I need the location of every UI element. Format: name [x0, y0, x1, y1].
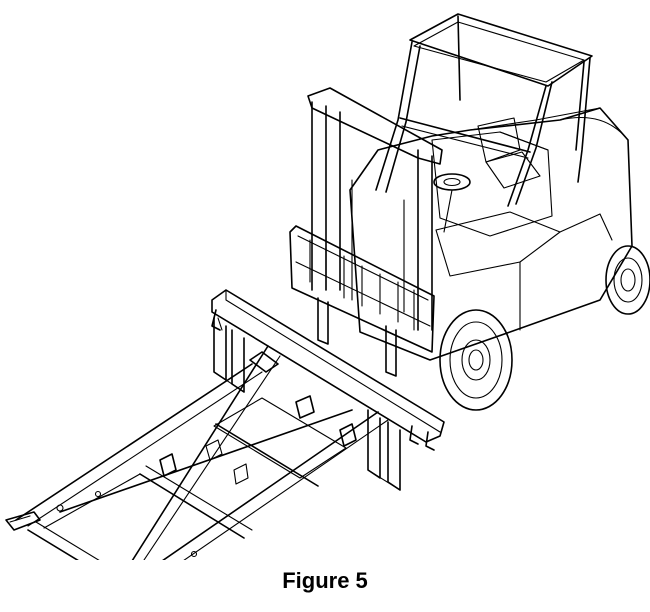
overhead-guard [375, 13, 593, 207]
truck-body [349, 107, 633, 361]
forklift-line-drawing [5, 13, 650, 560]
mast [307, 87, 443, 331]
fork-carriage [289, 225, 435, 377]
extension-frame [5, 345, 389, 560]
forklift-illustration [5, 13, 650, 560]
rear-wheel [605, 245, 650, 315]
attachment-crossbeam [211, 289, 445, 491]
figure-caption: Figure 5 [282, 568, 368, 593]
front-wheel [439, 309, 513, 411]
